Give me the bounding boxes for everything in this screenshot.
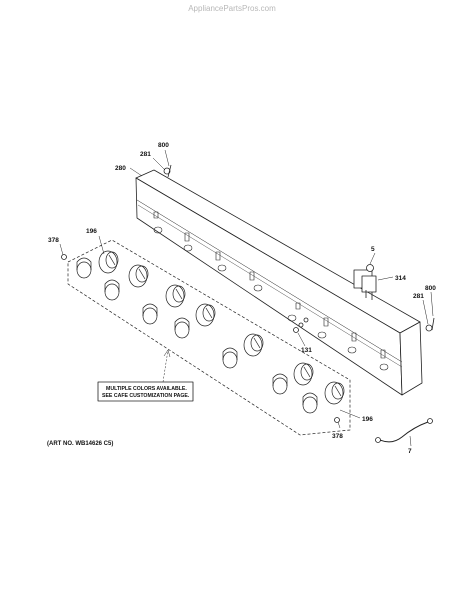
callout-378-left: 378 [48, 237, 59, 244]
screw-right [425, 317, 435, 332]
callout-131: 131 [301, 347, 312, 354]
note-box [97, 381, 194, 402]
watermark-text: AppliancePartsPros.com [188, 4, 276, 13]
note-line-1: MULTIPLE COLORS AVAILABLE. [106, 386, 187, 392]
callout-280: 280 [115, 165, 126, 172]
art-number: (ART NO. WB14626 C5) [47, 441, 114, 447]
note-line-2: SEE CAFE CUSTOMIZATION PAGE. [102, 393, 190, 399]
callout-281-top: 281 [140, 151, 151, 158]
callout-800-top: 800 [158, 142, 169, 149]
control-panel [135, 169, 423, 396]
callout-281-right: 281 [413, 293, 424, 300]
switch-assembly [353, 264, 377, 300]
callout-7: 7 [408, 448, 412, 455]
knob-set [76, 250, 345, 414]
callout-5: 5 [371, 246, 375, 253]
knob-group-outline [67, 239, 351, 436]
clip-part [293, 317, 309, 333]
callout-196-right: 196 [362, 416, 373, 423]
screw-378-left [61, 254, 67, 260]
callout-196-left: 196 [86, 228, 97, 235]
screw-378-right [334, 417, 340, 423]
callout-314: 314 [395, 275, 406, 282]
wire-harness [375, 418, 433, 443]
screw-top [163, 164, 172, 178]
callout-378-right: 378 [332, 433, 343, 440]
callout-800-right: 800 [425, 285, 436, 292]
